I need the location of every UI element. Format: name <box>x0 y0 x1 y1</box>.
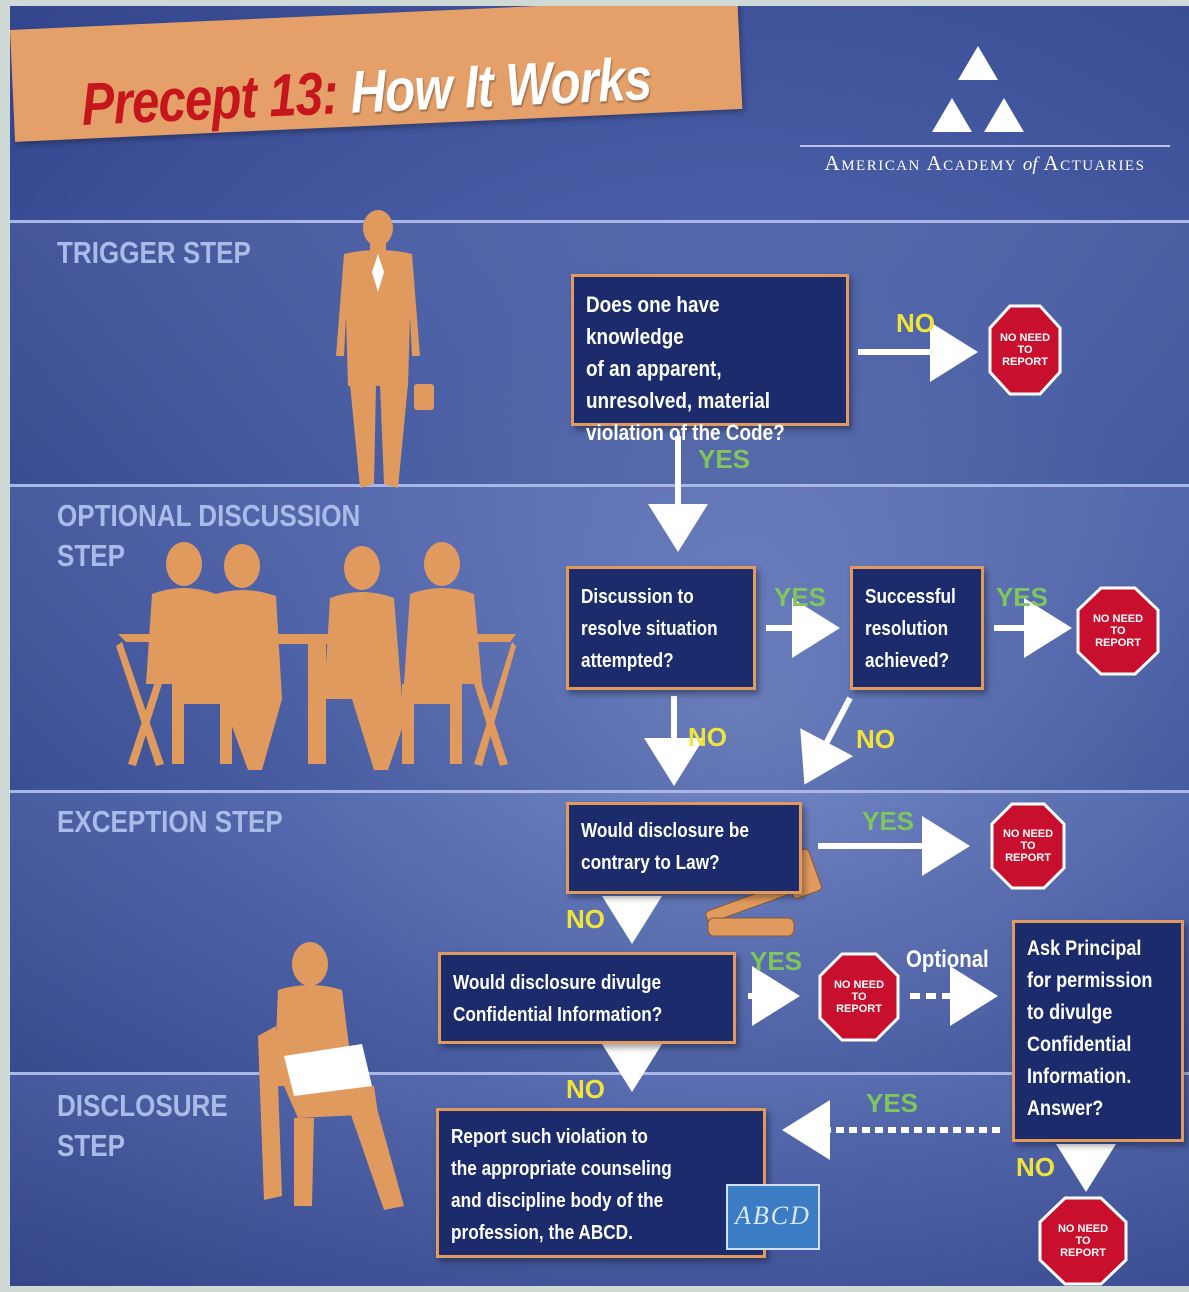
stop-text-1: NO NEED <box>833 979 885 991</box>
label-yes-knowledge: YES <box>698 444 751 474</box>
step-label-optional-2: STEP <box>57 538 126 573</box>
academy-name: American Academy of Actuaries <box>800 145 1170 176</box>
question-law-text: Would disclosure be contrary to Law? <box>581 820 749 874</box>
stop-text-1: NO NEED <box>1092 613 1144 625</box>
step-label-exception: EXCEPTION STEP <box>57 804 283 839</box>
question-confidential-text: Would disclosure divulge Confidential In… <box>453 972 663 1026</box>
report-box: Report such violation to the appropriate… <box>436 1108 766 1258</box>
meeting-group-silhouette <box>116 542 516 770</box>
question-discussion-text: Discussion to resolve situation attempte… <box>581 586 718 672</box>
stop-text-3: REPORT <box>1002 356 1048 368</box>
flow-arrows <box>602 322 1116 1192</box>
step-label-optional-1: OPTIONAL DISCUSSION <box>57 498 361 533</box>
question-knowledge: Does one have knowledge of an apparent, … <box>571 274 849 445</box>
stop-text-2: TO <box>1020 840 1036 852</box>
academy-triangle-logo <box>932 46 1024 132</box>
label-no-knowledge: NO <box>896 308 935 338</box>
stop-text-2: TO <box>1075 1235 1091 1247</box>
label-no-law: NO <box>566 904 605 934</box>
label-no-resolution: NO <box>856 724 895 754</box>
step-label-trigger: TRIGGER STEP <box>57 235 251 270</box>
abcd-logo-icon: ABCD <box>726 1184 820 1250</box>
stop-text-2: TO <box>1017 344 1033 356</box>
seated-man-silhouette <box>258 942 404 1210</box>
step-label-disclosure-2: STEP <box>57 1128 126 1163</box>
label-no-principal: NO <box>1016 1152 1055 1182</box>
question-confidential: Would disclosure divulge Confidential In… <box>438 952 736 1044</box>
question-resolution-text: Successful resolution achieved? <box>865 586 956 672</box>
academy-name-part1: American Academy <box>824 151 1018 175</box>
stop-text-3: REPORT <box>836 1003 882 1015</box>
infographic-frame: Precept 13: How It Works American Academ… <box>10 6 1189 1286</box>
question-discussion: Discussion to resolve situation attempte… <box>566 566 756 690</box>
question-knowledge-text: Does one have knowledge of an apparent, … <box>586 292 785 445</box>
stop-text-2: TO <box>1110 625 1126 637</box>
label-optional: Optional <box>906 946 989 973</box>
label-yes-discussion: YES <box>774 582 827 612</box>
stop-text-1: NO NEED <box>999 332 1051 344</box>
question-law: Would disclosure be contrary to Law? <box>566 802 802 894</box>
label-no-discussion: NO <box>688 722 727 752</box>
abcd-logo-text: ABCD <box>735 1201 811 1230</box>
question-ask-principal-text: Ask Principal for permission to divulge … <box>1027 937 1153 1120</box>
label-no-confidential: NO <box>566 1074 605 1104</box>
report-box-text: Report such violation to the appropriate… <box>451 1126 672 1244</box>
academy-name-part2: Actuaries <box>1043 151 1146 175</box>
stop-text-2: TO <box>851 991 867 1003</box>
step-label-disclosure-1: DISCLOSURE <box>57 1088 228 1123</box>
stop-text-3: REPORT <box>1005 852 1051 864</box>
stop-text-3: REPORT <box>1060 1247 1106 1259</box>
label-yes-resolution: YES <box>996 582 1049 612</box>
label-yes-confidential: YES <box>750 946 803 976</box>
academy-name-of: of <box>1022 154 1038 175</box>
standing-businessman-silhouette <box>336 210 434 488</box>
stop-text-1: NO NEED <box>1002 828 1054 840</box>
stop-text-1: NO NEED <box>1057 1223 1109 1235</box>
label-yes-law: YES <box>862 806 915 836</box>
question-resolution: Successful resolution achieved? <box>850 566 984 690</box>
question-ask-principal: Ask Principal for permission to divulge … <box>1012 920 1184 1142</box>
label-yes-principal: YES <box>866 1088 919 1118</box>
arrow-resolution-no <box>800 696 854 785</box>
stop-text-3: REPORT <box>1095 637 1141 649</box>
